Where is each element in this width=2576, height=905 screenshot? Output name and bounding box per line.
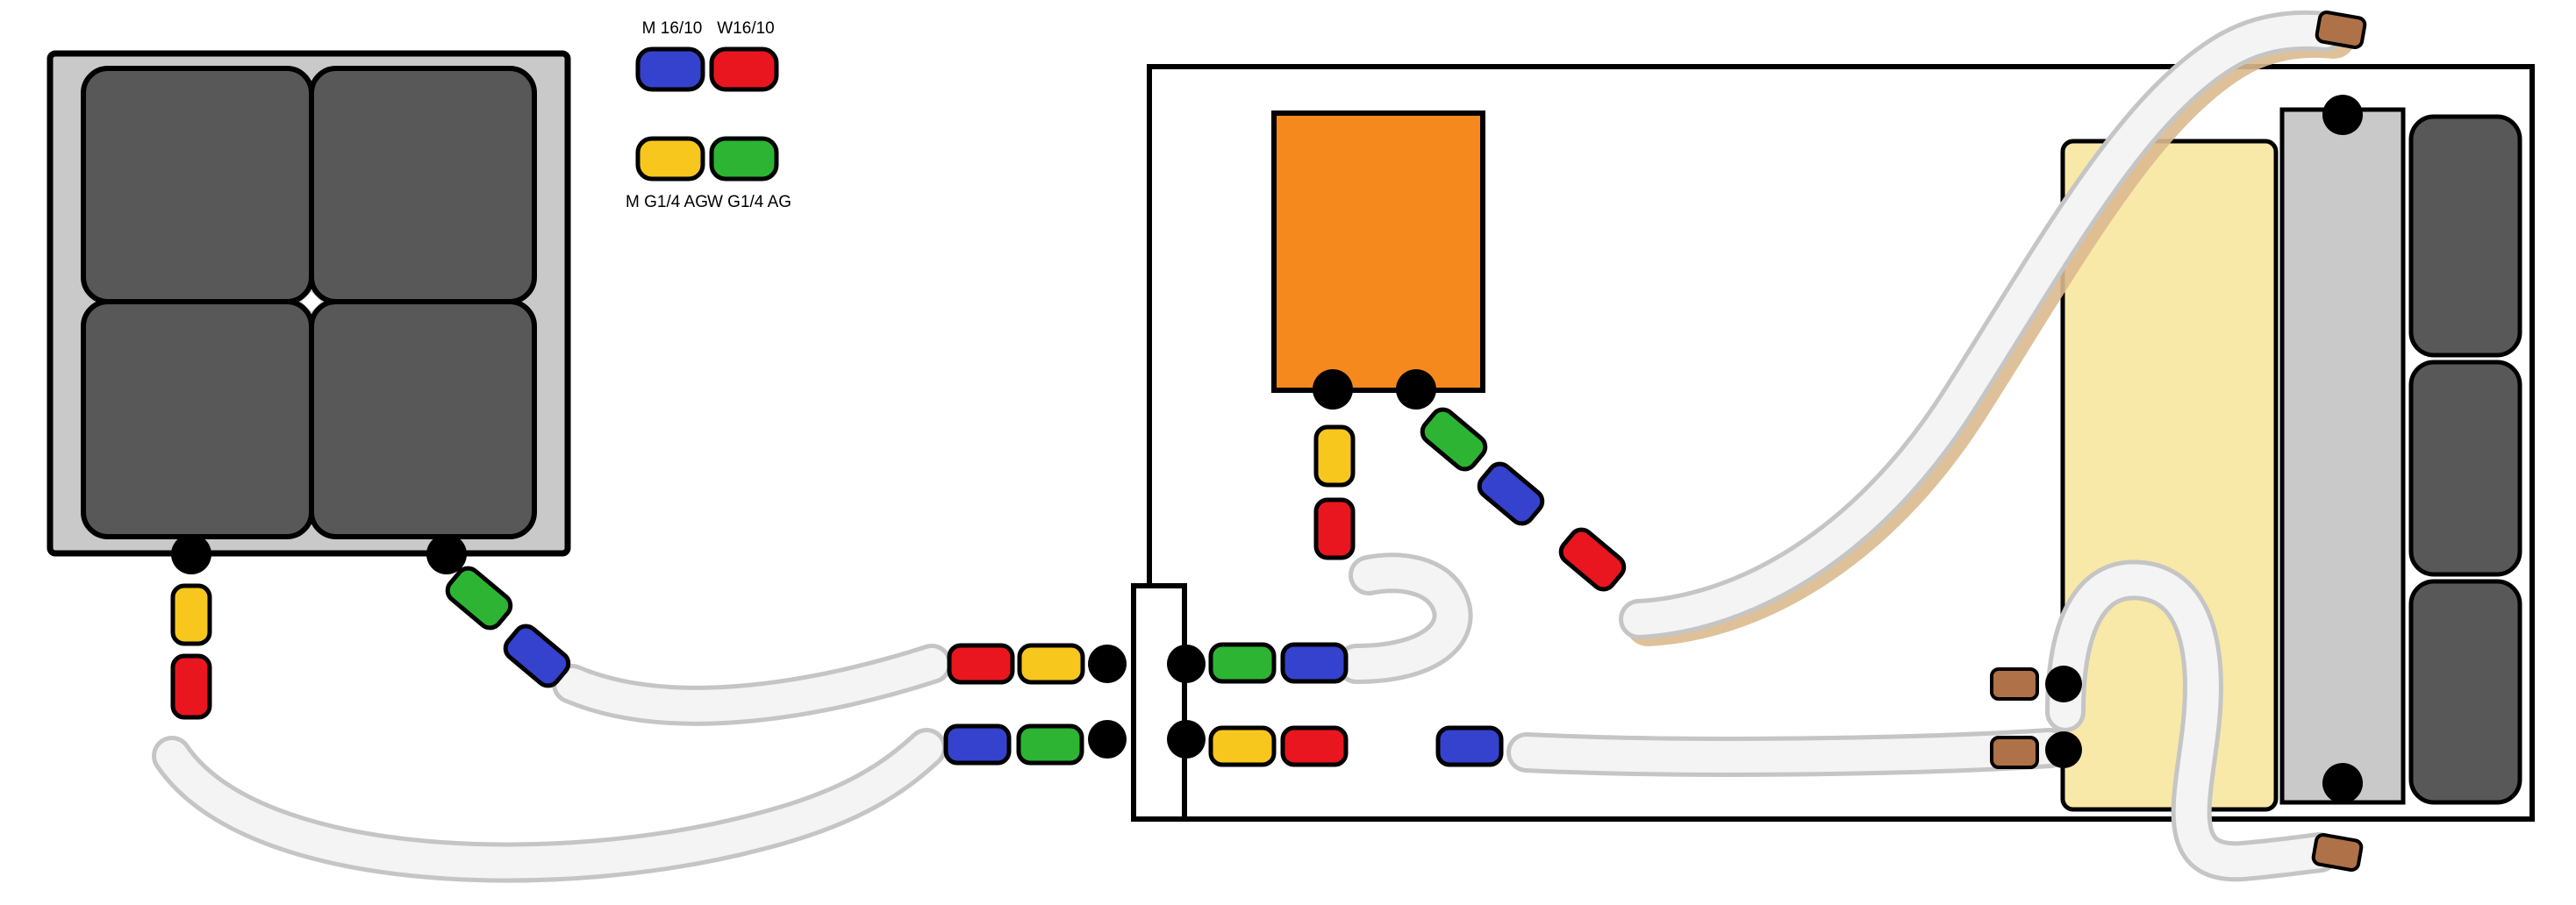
port-manifold-top-left	[1088, 645, 1127, 683]
wall-passthrough-manifold	[1131, 583, 1187, 822]
connector-male-g14-manifold-top-left-inner	[1017, 643, 1085, 685]
connector-female-16-10-pump-left	[1313, 497, 1356, 560]
collector-panel-bottom-right	[309, 299, 537, 539]
connector-female-g14-manifold-top-right-inner	[1208, 642, 1277, 684]
port-tank-upper	[2045, 666, 2082, 702]
port-rail-top	[2322, 95, 2363, 135]
hose-tank-loop-core	[2050, 564, 2336, 878]
legend-swatch-male-16-10	[635, 46, 705, 92]
connector-male-g14-pump-left	[1313, 424, 1356, 488]
connector-male-g14-collector-left	[170, 583, 212, 646]
hose-manifold-pump-hook-core	[1341, 557, 1469, 680]
port-manifold-top-right	[1167, 645, 1206, 683]
port-pump-right	[1396, 369, 1436, 410]
legend-male-16-10-label: M 16/10	[642, 19, 703, 38]
hose-pump-to-roof-core	[1623, 14, 2341, 635]
hose-manifold-to-tank-core	[1511, 732, 2065, 773]
legend-swatch-female-16-10	[709, 46, 779, 92]
quick-connector-tank-upper	[1990, 667, 2039, 701]
port-manifold-bottom-left	[1088, 720, 1127, 759]
connector-male-16-10-manifold-bottom-left-outer	[943, 723, 1012, 766]
panel-junction-glint	[301, 291, 322, 312]
hose-collector-supply	[552, 644, 952, 726]
port-tank-lower	[2045, 731, 2082, 768]
pump-station	[1271, 110, 1485, 393]
legend-swatch-female-g14	[709, 136, 779, 182]
connector-female-g14-collector-right	[445, 566, 513, 631]
connector-female-g14-manifold-bottom-left-inner	[1016, 723, 1084, 766]
hose-collector-supply-core	[556, 648, 948, 722]
connector-male-g14-manifold-bottom-right-inner	[1208, 725, 1277, 767]
legend-swatch-male-g14	[635, 136, 705, 182]
hose-tank-loop	[2045, 559, 2340, 882]
connector-male-16-10-tank-line	[1435, 725, 1504, 767]
quick-connector-tank-lower	[1990, 736, 2039, 769]
port-collector-left	[171, 534, 211, 574]
solar-collector	[47, 50, 571, 557]
port-pump-left	[1313, 369, 1353, 410]
hose-manifold-to-tank	[1506, 728, 2070, 777]
legend-female-16-10-label: W16/10	[717, 19, 774, 38]
radiator-bottom	[2408, 579, 2522, 805]
radiator-middle	[2408, 360, 2522, 577]
legend: M 16/10 W16/10 M G1/4 AG W G1/4 AG	[626, 19, 791, 211]
connector-female-16-10-manifold-top-left-outer	[947, 643, 1015, 685]
hose-manifold-pump-hook	[1336, 552, 1473, 684]
quick-connector-bottom	[2311, 833, 2364, 872]
quick-connector-roof-top	[2315, 11, 2367, 49]
hose-collector-return	[152, 728, 947, 883]
connector-male-16-10-collector-right	[503, 624, 571, 688]
connector-female-g14-pump-right	[1420, 407, 1488, 472]
connector-female-16-10-pump-right	[1558, 527, 1627, 592]
radiator-top	[2408, 114, 2522, 358]
hose-pump-to-roof	[1619, 10, 2356, 646]
port-collector-right	[426, 534, 467, 574]
connector-female-16-10-manifold-bottom-right-outer	[1280, 725, 1349, 767]
connector-male-16-10-pump-right	[1477, 461, 1545, 526]
connector-female-16-10-collector-left	[170, 653, 212, 720]
hose-collector-return-core	[156, 732, 942, 879]
legend-female-g14-label: W G1/4 AG	[707, 193, 791, 211]
port-rail-bottom	[2322, 763, 2363, 803]
collector-panel-top-left	[81, 66, 314, 304]
port-manifold-bottom-right	[1167, 720, 1206, 759]
collector-panel-bottom-left	[81, 299, 314, 539]
collector-panel-top-right	[309, 66, 537, 304]
legend-male-g14-label: M G1/4 AG	[626, 193, 708, 211]
mounting-rail	[2279, 107, 2406, 805]
connector-male-16-10-manifold-top-right-outer	[1280, 642, 1349, 684]
